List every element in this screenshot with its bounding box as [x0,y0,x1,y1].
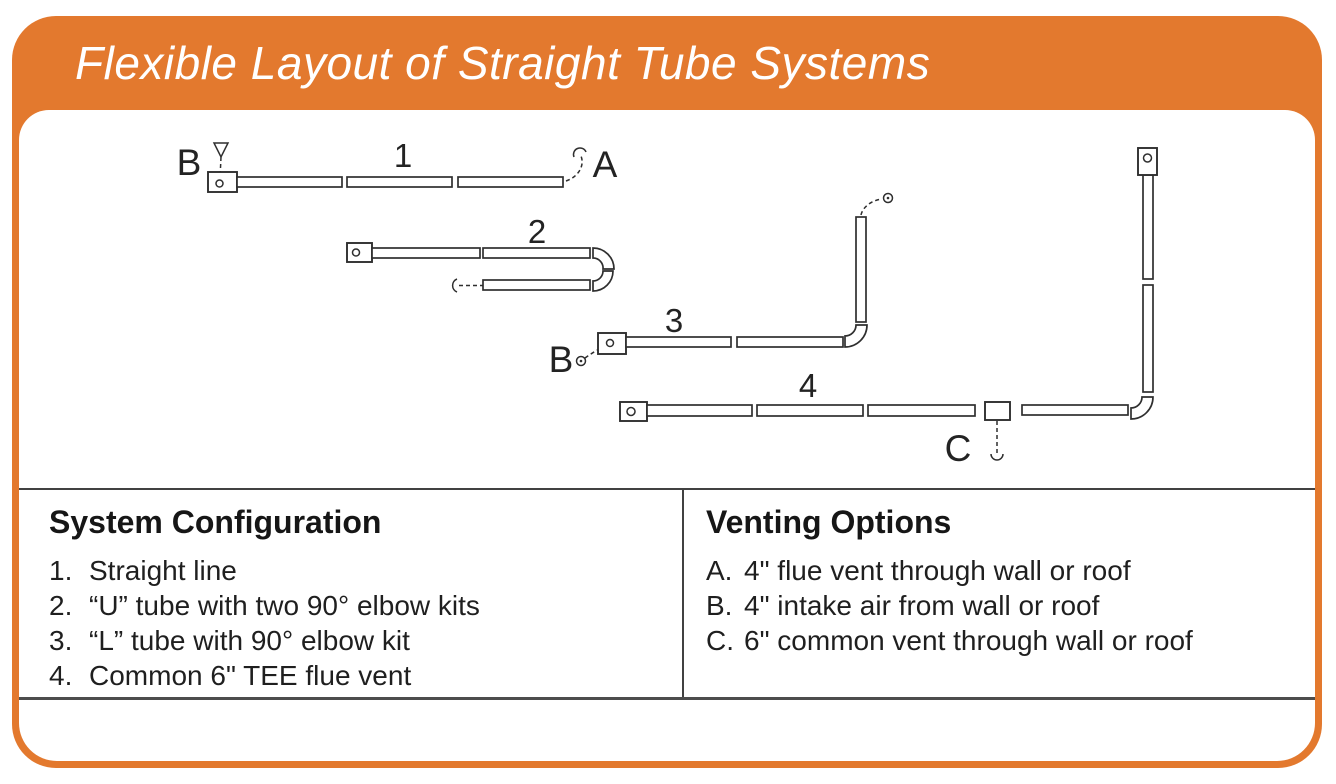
vent-label-a: A [593,144,618,185]
tee-fitting [984,401,1011,421]
page-title: Flexible Layout of Straight Tube Systems [75,37,931,89]
list-item: B. 4" intake air from wall or roof [706,588,1305,623]
flue-vent-hook-icon [451,278,458,293]
system-configuration-list: 1. Straight line 2. “U” tube with two 90… [49,553,672,693]
info-panel: System Configuration 1. Straight line 2.… [19,488,1315,700]
item-text: Common 6" TEE flue vent [89,660,412,691]
burner-port-icon [1142,153,1153,163]
list-item: 3. “L” tube with 90° elbow kit [49,623,672,658]
item-text: Straight line [89,555,237,586]
tube-segment-vertical [855,216,867,323]
tube-segment [482,279,591,291]
item-text: “U” tube with two 90° elbow kits [89,590,480,621]
card-body: B 1 A [19,110,1315,761]
flue-vent-hook-icon [572,147,587,158]
list-item: 4. Common 6" TEE flue vent [49,658,672,693]
burner-port-icon [626,406,636,417]
flue-vent-dashed-line [565,155,583,182]
item-letter: B. [706,590,733,621]
intake-dashed-line [219,156,222,180]
list-item: 2. “U” tube with two 90° elbow kits [49,588,672,623]
list-item: C. 6" common vent through wall or roof [706,623,1305,658]
system-configuration-section: System Configuration 1. Straight line 2.… [19,490,682,697]
layout-2-u-tube: 2 [346,213,615,293]
list-item: 1. Straight line [49,553,672,588]
venting-options-list: A. 4" flue vent through wall or roof B. … [706,553,1305,658]
tube-segment [346,176,453,188]
item-text: 6" common vent through wall or roof [744,625,1193,656]
layout-label-2: 2 [528,213,546,250]
layout-1-straight-line: B 1 A [177,137,618,193]
tube-segment [756,404,864,417]
item-number: 4. [49,660,73,691]
tube-segment-vertical [1142,284,1154,393]
layout-label-4: 4 [799,367,817,404]
intake-funnel-icon [212,142,230,159]
vent-label-c: C [945,428,972,469]
system-configuration-heading: System Configuration [49,504,382,540]
item-text: 4" intake air from wall or roof [744,590,1100,621]
burner-port-icon [605,338,615,348]
card-header: Flexible Layout of Straight Tube Systems [12,16,1322,110]
item-letter: C. [706,625,734,656]
elbow-90-top [592,247,615,270]
tube-segment [1021,404,1129,416]
flue-vent-dashed-line [860,198,883,216]
tube-segment [482,247,591,259]
tube-segment [736,336,844,348]
venting-options-section: Venting Options A. 4" flue vent through … [682,490,1315,697]
flue-terminal-dot [886,196,890,200]
layout-3-l-tube: B 3 [549,192,894,380]
vent-label-b: B [177,142,202,183]
item-number: 1. [49,555,73,586]
item-text: “L” tube with 90° elbow kit [89,625,410,656]
tube-segment [867,404,976,417]
diagram-svg: B 1 A [177,137,1158,469]
tube-segment [371,247,481,259]
item-number: 3. [49,625,73,656]
venting-options-heading: Venting Options [706,504,952,540]
vent-label-b: B [549,339,574,380]
elbow-90 [844,324,868,348]
tube-segment [646,404,753,417]
list-item: A. 4" flue vent through wall or roof [706,553,1305,588]
manual-card: Flexible Layout of Straight Tube Systems… [12,16,1322,768]
tube-segment-vertical [1142,174,1154,280]
intake-terminal-dot [579,359,583,363]
layout-label-1: 1 [394,137,412,174]
item-number: 2. [49,590,73,621]
tube-segment [625,336,732,348]
tube-segment [236,176,343,188]
tube-layout-diagram: B 1 A [19,110,1315,488]
burner-port-icon [215,179,224,188]
item-letter: A. [706,555,733,586]
elbow-90 [1130,396,1154,420]
burner-port-icon [351,248,361,257]
layout-label-3: 3 [665,302,683,339]
layout-4-common-tee: 4 C [619,147,1158,469]
common-vent-hook-icon [990,453,1004,461]
elbow-90-bottom [592,270,614,292]
tube-segment [457,176,564,188]
item-text: 4" flue vent through wall or roof [744,555,1131,586]
